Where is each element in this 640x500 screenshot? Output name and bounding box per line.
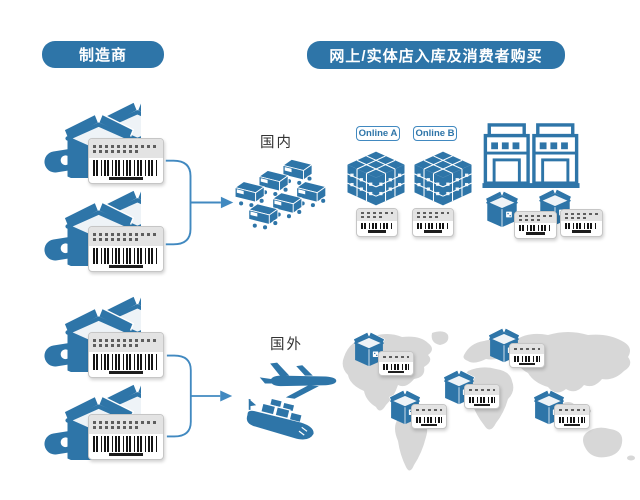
barcode-label xyxy=(88,414,164,460)
barcode-label xyxy=(464,384,500,409)
barcode-stripes xyxy=(417,222,449,229)
label-mark-row xyxy=(93,343,138,347)
barcode-label xyxy=(554,404,590,429)
barcode-caption xyxy=(564,424,580,426)
merge-arrow-icon xyxy=(164,155,236,250)
label-mark-row xyxy=(361,215,383,218)
label-mark-row xyxy=(416,409,442,412)
barcode-caption xyxy=(108,371,144,374)
label-text-marks xyxy=(412,405,446,416)
label-mark-row xyxy=(519,214,552,217)
barcode-stripes xyxy=(361,222,393,229)
label-mark-row xyxy=(519,218,542,221)
barcode-label xyxy=(412,208,454,237)
carton-stack-icon xyxy=(411,150,475,207)
barcode-stripes xyxy=(93,248,159,264)
barcode-stripes xyxy=(383,364,409,370)
carton-stack-icon xyxy=(344,150,408,207)
label-text-marks xyxy=(357,209,397,221)
retail-flow-badge: 网上/实体店入库及消费者购买 xyxy=(307,41,565,69)
label-mark-row xyxy=(93,237,138,241)
barcode-label xyxy=(509,343,545,368)
cargo-ship-icon xyxy=(240,396,320,446)
label-text-marks xyxy=(510,344,544,355)
label-text-marks xyxy=(515,212,556,224)
barcode-stripes xyxy=(514,356,540,362)
label-mark-row xyxy=(93,425,138,429)
barcode-label xyxy=(411,404,447,429)
barcode-label xyxy=(514,211,557,239)
truck-fleet-icon xyxy=(230,156,336,238)
barcode-label xyxy=(378,351,414,376)
route-label-overseas: 国外 xyxy=(270,337,303,353)
barcode-caption xyxy=(572,230,591,233)
online-store-a-badge: Online A xyxy=(356,126,400,141)
label-mark-row xyxy=(93,144,159,148)
label-mark-row xyxy=(469,389,495,392)
barcode-stripes xyxy=(416,417,442,423)
label-text-marks xyxy=(465,385,499,396)
barcode-caption xyxy=(108,265,144,268)
manufacturer-badge: 制造商 xyxy=(42,41,164,68)
barcode-caption xyxy=(526,232,545,235)
label-mark-row xyxy=(361,211,393,214)
label-mark-row xyxy=(514,348,540,351)
label-text-marks xyxy=(413,209,453,221)
label-mark-row xyxy=(565,216,588,219)
label-text-marks xyxy=(89,227,163,247)
barcode-caption xyxy=(108,453,144,456)
label-mark-row xyxy=(383,356,409,359)
storefront-icon xyxy=(481,123,581,189)
label-mark-row xyxy=(565,212,598,215)
barcode-stripes xyxy=(93,160,159,176)
barcode-stripes xyxy=(519,225,552,231)
label-text-marks xyxy=(89,415,163,435)
barcode-stripes xyxy=(565,223,598,229)
barcode-caption xyxy=(367,230,387,233)
barcode-label xyxy=(88,138,164,184)
label-mark-row xyxy=(93,420,159,424)
barcode-stripes xyxy=(93,354,159,370)
label-text-marks xyxy=(379,352,413,363)
barcode-stripes xyxy=(559,417,585,423)
route-label-domestic: 国内 xyxy=(260,135,293,151)
label-mark-row xyxy=(417,215,439,218)
barcode-caption xyxy=(474,404,490,406)
barcode-stripes xyxy=(93,436,159,452)
label-mark-row xyxy=(559,409,585,412)
merge-arrow-icon xyxy=(164,350,236,442)
label-mark-row xyxy=(417,211,449,214)
barcode-label xyxy=(356,208,398,237)
barcode-caption xyxy=(108,177,144,180)
label-mark-row xyxy=(93,149,138,153)
barcode-stripes xyxy=(469,397,495,403)
label-text-marks xyxy=(89,139,163,159)
barcode-caption xyxy=(421,424,437,426)
label-text-marks xyxy=(561,210,602,222)
label-mark-row xyxy=(93,338,159,342)
barcode-caption xyxy=(519,363,535,365)
airplane-icon xyxy=(252,360,344,400)
label-text-marks xyxy=(89,333,163,353)
barcode-label xyxy=(88,332,164,378)
barcode-label xyxy=(560,209,603,237)
label-mark-row xyxy=(93,232,159,236)
barcode-label xyxy=(88,226,164,272)
online-store-b-badge: Online B xyxy=(413,126,457,141)
barcode-caption xyxy=(388,371,404,373)
label-text-marks xyxy=(555,405,589,416)
barcode-caption xyxy=(423,230,443,233)
